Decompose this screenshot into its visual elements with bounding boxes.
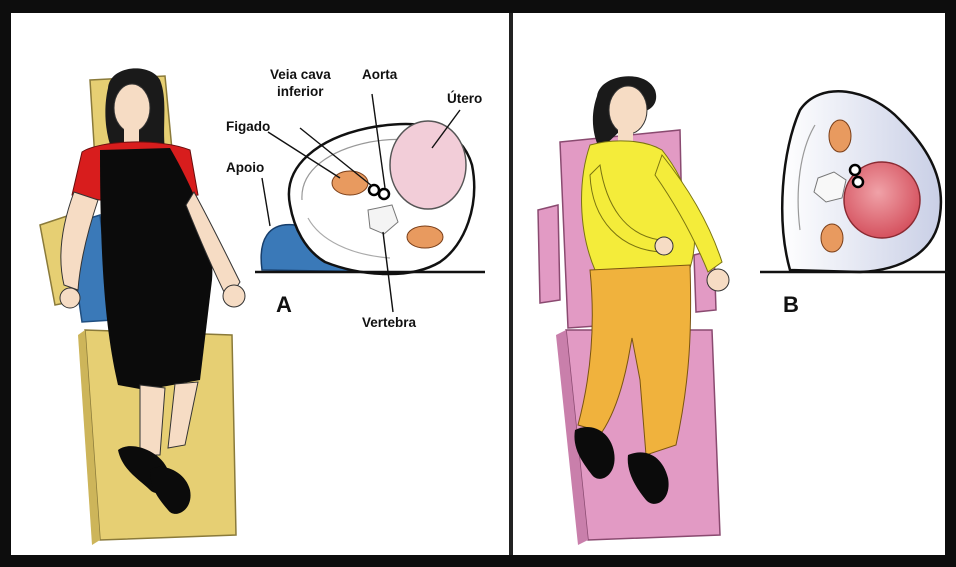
label-aorta: Aorta	[362, 67, 398, 82]
label-figado: Figado	[226, 119, 270, 134]
panel-divider	[509, 13, 513, 555]
panel-letter-b: B	[783, 292, 799, 317]
label-utero: Útero	[447, 91, 482, 106]
panel-letter-a: A	[276, 292, 292, 317]
label-vertebra: Vertebra	[362, 315, 417, 330]
label-apoio: Apoio	[226, 160, 264, 175]
label-veia-cava-line2: inferior	[277, 84, 324, 99]
label-veia-cava-line1: Veia cava	[270, 67, 331, 82]
